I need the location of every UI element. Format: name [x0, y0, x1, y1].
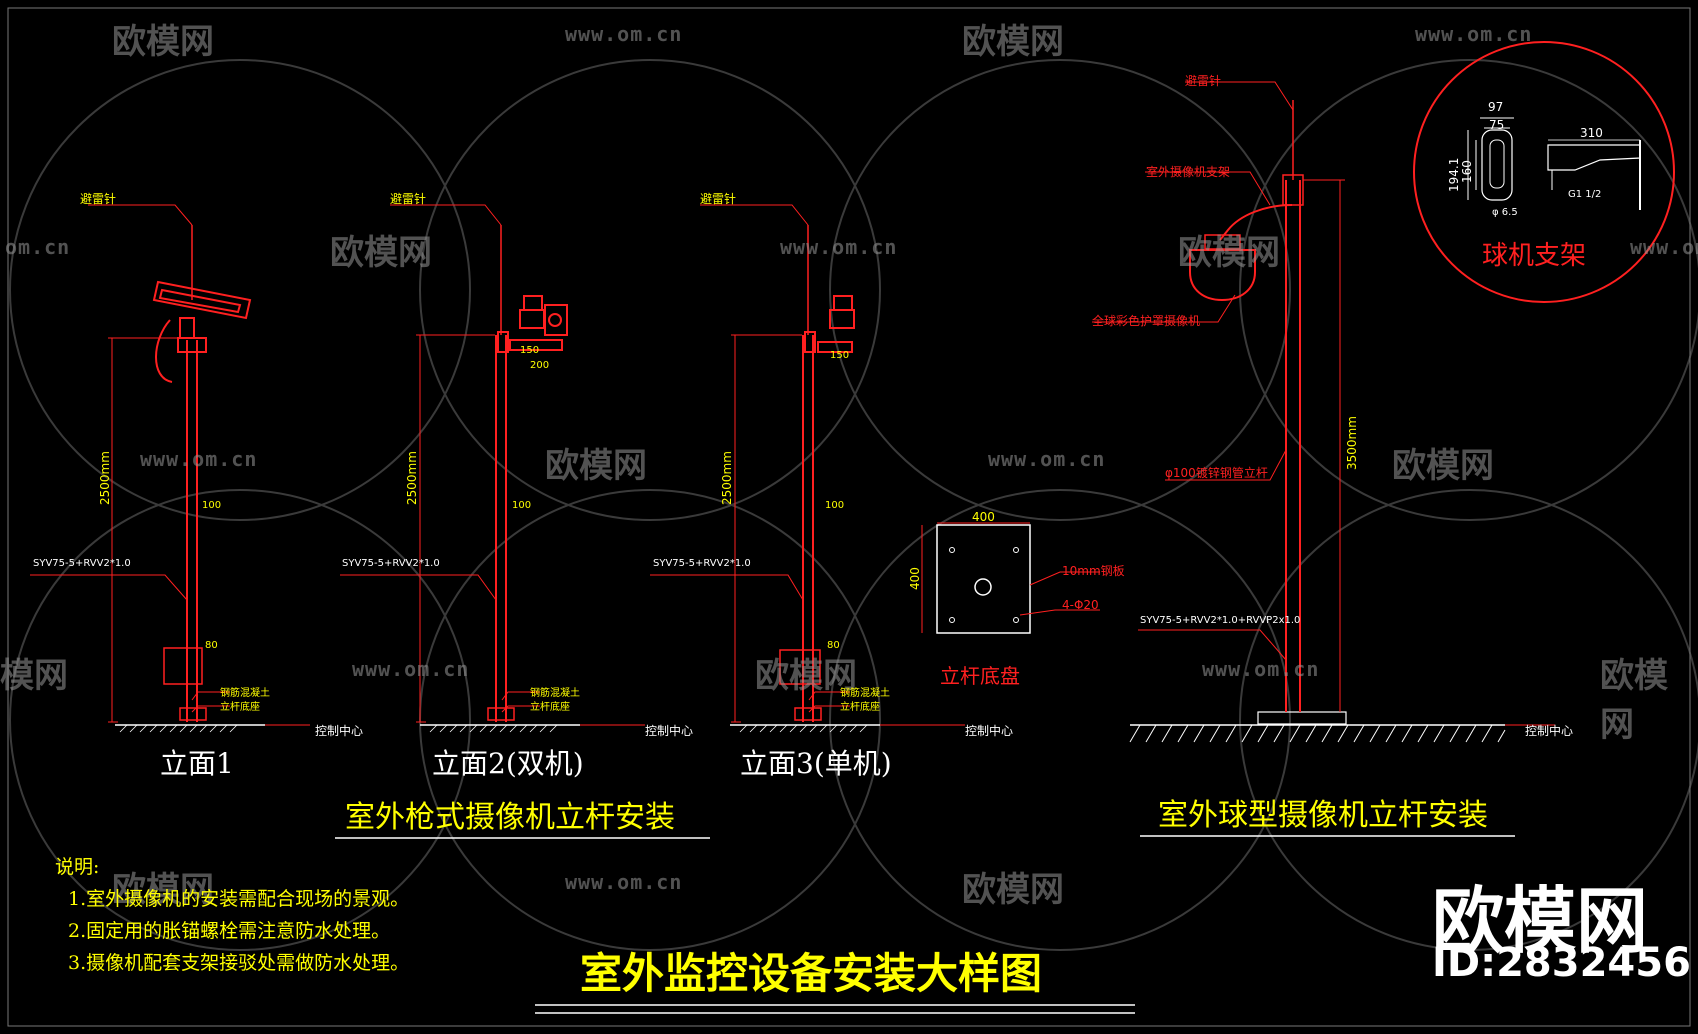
elevation-2-title: 立面2(双机)	[432, 747, 584, 780]
watermark-url: www.om.cn	[1415, 22, 1533, 46]
cable-spec-label: SYV75-5+RVV2*1.0+RVVP2x1.0	[1140, 615, 1301, 626]
height-dimension: 2500mm	[98, 451, 112, 505]
lightning-rod-label: 避雷针	[80, 192, 117, 206]
watermark-circles	[9, 59, 1698, 951]
dim-160: 160	[1460, 160, 1474, 183]
note-item: 3.摄像机配套支架接驳处需做防水处理。	[68, 952, 410, 974]
note-item: 1.室外摄像机的安装需配合现场的景观。	[68, 888, 410, 910]
lightning-rod-label: 避雷针	[1185, 74, 1222, 88]
watermark-url: www.om.cn	[565, 870, 683, 894]
watermark-logo: 模网	[0, 656, 68, 696]
dimension-80: 80	[827, 640, 840, 651]
plate-width-label: 400	[972, 510, 995, 524]
watermark-url: www.om.cn	[780, 235, 898, 259]
height-dimension: 3500mm	[1345, 416, 1359, 470]
watermark-logo: 欧模网	[1392, 446, 1494, 486]
watermark-logo: 欧模网	[545, 446, 647, 486]
watermark-url: om.cn	[5, 235, 71, 259]
brand-id: ID:2832456	[1432, 940, 1691, 986]
note-item: 2.固定用的胀锚螺栓需注意防水处理。	[68, 920, 391, 942]
dimension-80: 80	[205, 640, 218, 651]
dimension-100: 100	[202, 500, 222, 511]
control-center-label: 控制中心	[965, 724, 1014, 738]
watermark-logo: 欧模网	[755, 656, 857, 696]
watermark-url: www.om.cn	[352, 657, 470, 681]
plate-holes-label: 4-Φ20	[1062, 598, 1099, 612]
section-gun-title: 室外枪式摄像机立杆安装	[345, 800, 675, 835]
watermark-logo: 欧模网	[112, 22, 214, 62]
dimension-200: 200	[530, 360, 550, 371]
dim-75: 75	[1489, 118, 1505, 132]
control-center-label: 控制中心	[1525, 724, 1574, 738]
watermark-logo: 欧模网	[112, 870, 214, 910]
cable-spec-label: SYV75-5+RVV2*1.0	[33, 558, 131, 569]
pole-base-label: 立杆底座	[530, 702, 570, 713]
watermark-logo: 欧模网	[962, 870, 1064, 910]
watermark-url: www.om.cn	[1202, 657, 1320, 681]
watermark-url: www.om.cn	[140, 447, 258, 471]
dome-bracket-title: 球机支架	[1482, 241, 1587, 271]
elevation-1-title: 立面1	[160, 747, 234, 780]
dome-camera-label: 全球彩色护罩摄像机	[1092, 314, 1201, 328]
dimension-150: 150	[830, 350, 850, 361]
dome-pole	[1092, 81, 1555, 743]
control-center-label: 控制中心	[315, 724, 364, 738]
dimension-150: 150	[520, 345, 540, 356]
brand-logo: 欧模网	[1432, 879, 1649, 963]
pole-base-label: 立杆底座	[840, 702, 880, 713]
elevation-2	[340, 204, 645, 733]
watermark-logo: 欧模网	[962, 22, 1064, 62]
outdoor-bracket-label: 室外摄像机支架	[1146, 165, 1231, 179]
embedded-label: 钢筋混凝土	[530, 688, 580, 699]
embedded-label: 钢筋混凝土	[840, 688, 890, 699]
watermark-url: www.om.cn	[988, 447, 1106, 471]
watermark-url: www.om.cn	[1630, 235, 1698, 259]
elevation-3	[650, 204, 965, 733]
elevation-3-title: 立面3(单机)	[740, 747, 892, 780]
height-dimension: 2500mm	[405, 451, 419, 505]
notes-heading: 说明:	[55, 856, 100, 878]
base-plate-detail	[921, 522, 1100, 634]
control-center-label: 控制中心	[645, 724, 694, 738]
pole-spec-label: φ100镀锌钢管立杆	[1165, 466, 1268, 480]
pole-base-label: 立杆底座	[220, 702, 260, 713]
watermark-logo: 欧模网	[330, 233, 432, 273]
cable-spec-label: SYV75-5+RVV2*1.0	[342, 558, 440, 569]
dimension-100: 100	[825, 500, 845, 511]
plate-height-label: 400	[908, 567, 922, 590]
dim-194: 194.1	[1447, 157, 1461, 192]
dome-bracket-detail	[1413, 41, 1675, 303]
base-plate-title: 立杆底盘	[940, 664, 1020, 688]
watermark-logo: 欧模网	[1600, 656, 1668, 745]
section-dome-title: 室外球型摄像机立杆安装	[1158, 798, 1488, 833]
dim-310: 310	[1580, 126, 1603, 140]
dimension-100: 100	[512, 500, 532, 511]
elevation-1	[30, 204, 310, 733]
dim-6-5: φ 6.5	[1492, 207, 1518, 218]
watermark-logo: 欧模网	[1178, 233, 1280, 273]
lightning-rod-label: 避雷针	[390, 192, 427, 206]
dim-g12: G1 1/2	[1568, 189, 1602, 200]
watermark-url: www.om.cn	[565, 22, 683, 46]
lightning-rod-label: 避雷针	[700, 192, 737, 206]
main-title: 室外监控设备安装大样图	[580, 949, 1043, 998]
dim-97: 97	[1488, 100, 1504, 114]
cable-spec-label: SYV75-5+RVV2*1.0	[653, 558, 751, 569]
embedded-label: 钢筋混凝土	[220, 688, 270, 699]
plate-thickness-label: 10mm钢板	[1062, 564, 1125, 578]
drawing-border	[7, 7, 1691, 1027]
height-dimension: 2500mm	[720, 451, 734, 505]
